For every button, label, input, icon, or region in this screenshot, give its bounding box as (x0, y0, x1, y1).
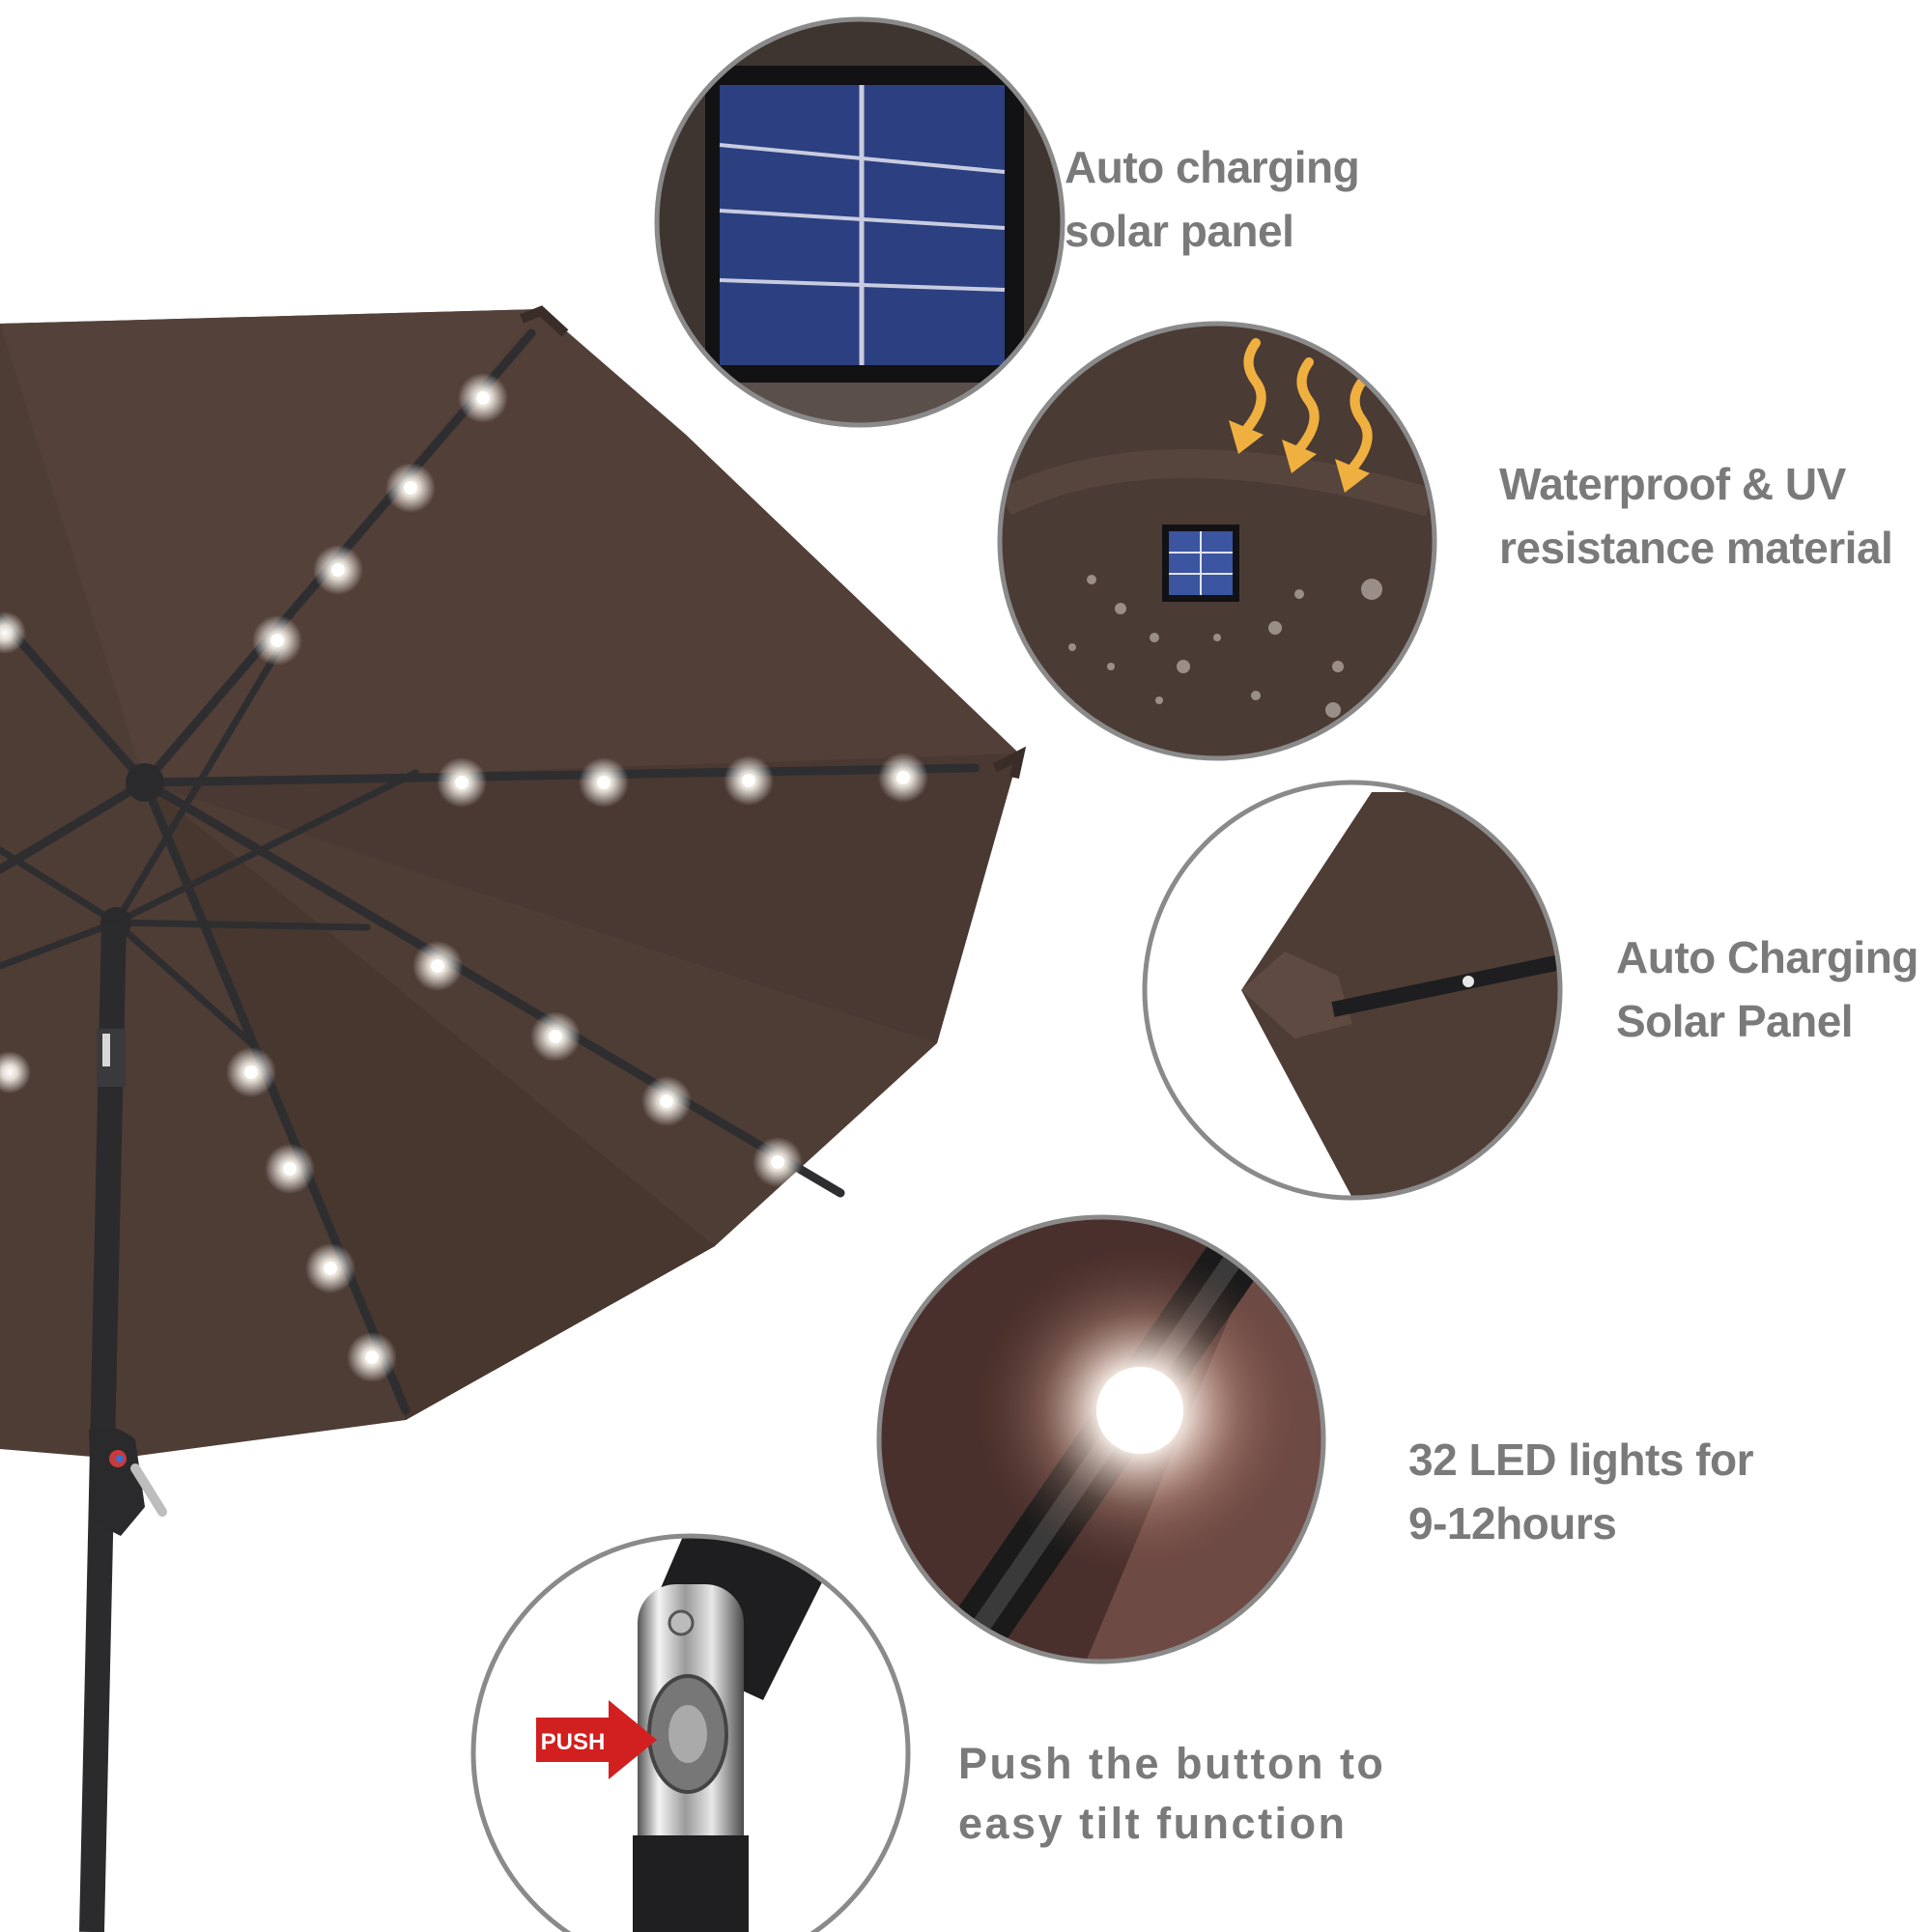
led-lights (0, 373, 928, 1382)
detail-circle-tilt: PUSH (470, 1533, 911, 1932)
feature-label-led: 32 LED lights for 9-12hours (1408, 1435, 1753, 1548)
feature-label-rib-end: Auto Charging Solar Panel (1616, 932, 1918, 1046)
solar-panel-icon (705, 66, 1024, 383)
umbrella-ribs (0, 328, 980, 1415)
detail-circle-waterproof (997, 321, 1437, 761)
crank-handle (89, 1426, 145, 1536)
sun-arrow-icon (1241, 338, 1373, 473)
push-arrow-icon (536, 1700, 657, 1779)
detail-circle-rib-end (1142, 780, 1563, 1201)
detail-circle-led (876, 1214, 1326, 1664)
feature-label-waterproof: Waterproof & UV resistance material (1499, 459, 1893, 573)
led-light-icon (1096, 1367, 1183, 1454)
feature-label-tilt: Push the button to easy tilt function (958, 1739, 1386, 1848)
water-droplets (1068, 575, 1382, 718)
push-badge: PUSH (541, 1729, 606, 1755)
feature-label-solar-panel: Auto charging solar panel (1065, 142, 1360, 256)
umbrella (0, 305, 1027, 1932)
detail-circle-solar-panel (654, 16, 1065, 428)
